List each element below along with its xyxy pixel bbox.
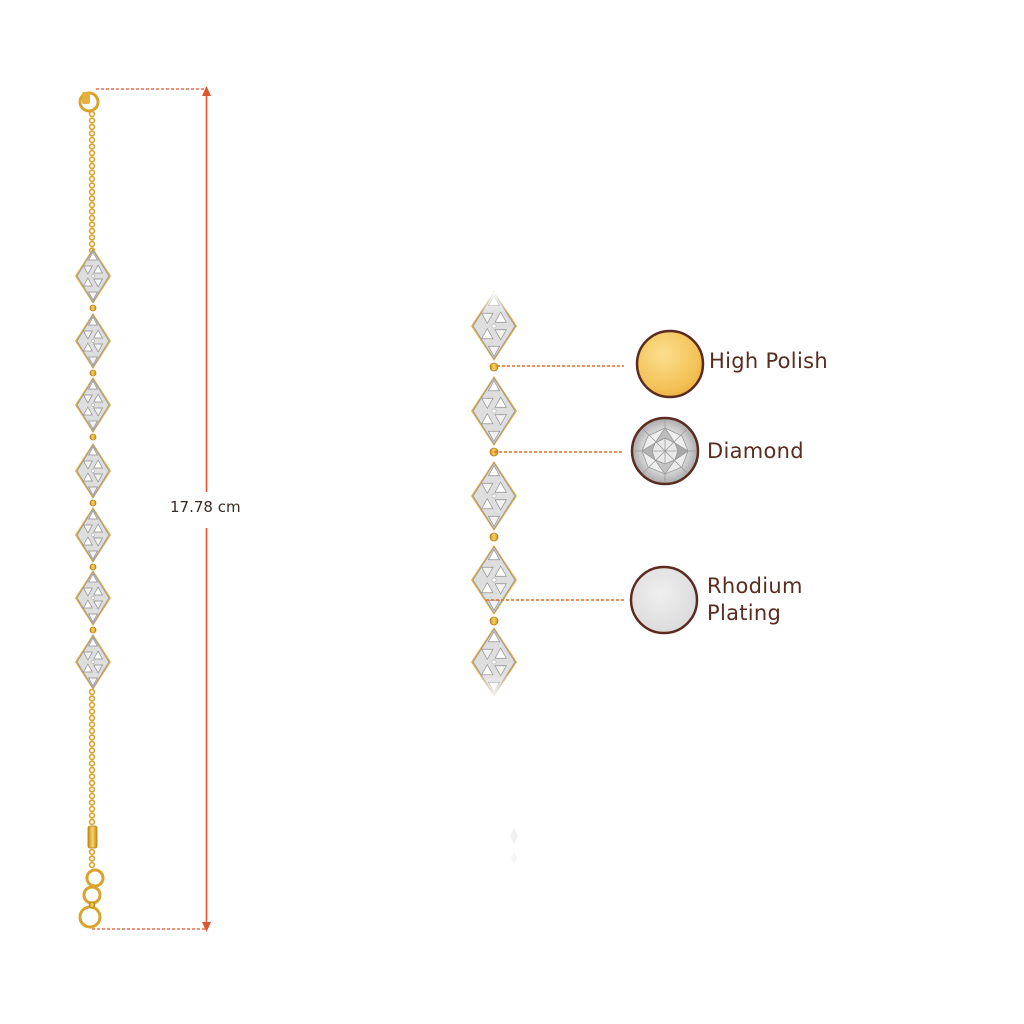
gold-bead xyxy=(89,499,97,507)
legend-label-line: Plating xyxy=(707,601,782,625)
chain-link xyxy=(88,805,96,813)
chain-link xyxy=(88,221,96,228)
chain-link xyxy=(88,855,96,862)
chain-link xyxy=(88,701,96,709)
chain-link xyxy=(88,117,96,124)
dimension-arrow-down xyxy=(202,922,211,932)
gold-bead xyxy=(89,369,97,377)
chain-link xyxy=(88,208,96,215)
diamond-swatch xyxy=(630,416,700,486)
chain-link xyxy=(88,169,96,176)
chain-link xyxy=(88,799,96,806)
chain-link xyxy=(88,861,96,869)
legend-label-line: High Polish xyxy=(709,349,828,373)
chain-link xyxy=(88,162,96,170)
chain-link xyxy=(88,727,96,735)
dimension-marker xyxy=(92,86,211,932)
chain-link xyxy=(88,227,96,235)
diamond-link xyxy=(471,545,517,615)
chain-link xyxy=(88,721,96,728)
dimension-arrow-up xyxy=(202,86,211,96)
chain-link xyxy=(88,130,96,137)
gold-bead xyxy=(489,532,499,542)
chain-link xyxy=(88,773,96,780)
gold-bead xyxy=(489,362,499,372)
legend-label-diamond: Diamond xyxy=(707,438,804,465)
ghost-glint xyxy=(511,852,517,864)
extension-ring xyxy=(85,868,105,888)
gold-bead xyxy=(89,563,97,571)
extension-ring xyxy=(82,885,102,905)
length-measurement-label: 17.78 cm xyxy=(170,496,250,518)
chain-link xyxy=(88,779,96,787)
clasp-body xyxy=(82,92,90,104)
legend-label-high-polish: High Polish xyxy=(709,348,828,375)
chain-link xyxy=(88,760,96,767)
chain-link xyxy=(88,156,96,163)
chain-link xyxy=(88,740,96,748)
legend-label-line: Rhodium xyxy=(707,574,803,598)
chain-link xyxy=(88,848,96,856)
chain-link xyxy=(88,714,96,722)
chain-link xyxy=(88,688,96,696)
bracelet-full xyxy=(75,91,111,929)
diamond-link xyxy=(75,377,111,433)
chain-link xyxy=(88,136,96,144)
high-polish-swatch xyxy=(635,329,705,399)
diamond-link xyxy=(75,313,111,369)
diamond-link xyxy=(75,248,111,304)
diamond-link xyxy=(75,507,111,563)
chain-link xyxy=(88,792,96,800)
chain-link xyxy=(88,695,96,702)
chain-link xyxy=(88,818,96,826)
ghost-glint xyxy=(510,828,518,844)
chain-link xyxy=(88,201,96,209)
chain-link xyxy=(88,708,96,715)
diamond-link xyxy=(75,443,111,499)
diamond-link xyxy=(75,634,111,690)
diamond-link xyxy=(471,461,517,531)
chain-link xyxy=(88,110,96,118)
gold-bead xyxy=(89,626,97,634)
extension-tag xyxy=(87,825,98,849)
legend-graphics xyxy=(486,329,705,635)
chain-link xyxy=(88,123,96,131)
diamond-link xyxy=(471,376,517,446)
chain-link xyxy=(88,786,96,793)
gold-bead xyxy=(89,433,97,441)
chain-link xyxy=(88,149,96,157)
bracelet-detail xyxy=(460,291,530,864)
chain-link xyxy=(88,188,96,196)
diamond-link xyxy=(75,570,111,626)
chain-link xyxy=(88,766,96,774)
chain-link xyxy=(88,753,96,761)
chain-link xyxy=(88,747,96,754)
chain-link xyxy=(88,214,96,222)
legend-label-line: Diamond xyxy=(707,439,804,463)
chain-link xyxy=(88,240,96,248)
rhodium-plating-swatch xyxy=(629,565,699,635)
gold-bead xyxy=(489,616,499,626)
chain-link xyxy=(88,182,96,189)
extension-ring xyxy=(78,905,102,929)
chain-link xyxy=(88,195,96,202)
legend-label-rhodium-plating: Rhodium Plating xyxy=(707,573,803,627)
gold-bead xyxy=(88,901,96,909)
chain-link xyxy=(88,175,96,183)
gold-bead xyxy=(89,304,97,312)
chain-link xyxy=(88,234,96,241)
chain-link xyxy=(88,143,96,150)
chain-link xyxy=(88,734,96,741)
chain-link xyxy=(88,812,96,819)
